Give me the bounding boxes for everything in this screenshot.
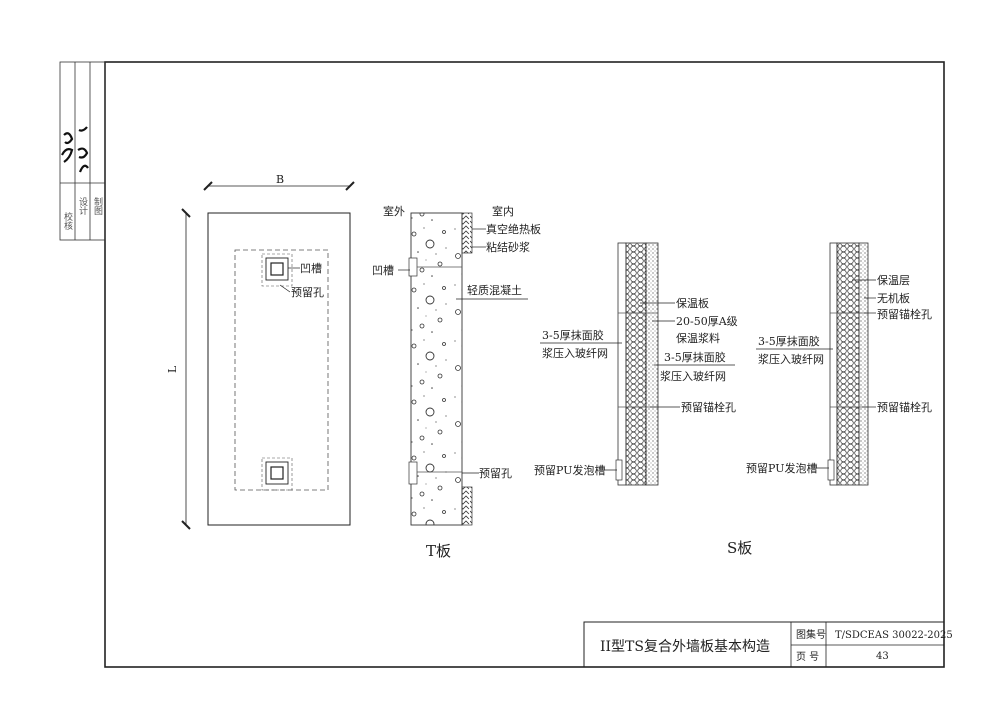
drawing-title: II型TS复合外墙板基本构造 [600, 638, 770, 655]
t-vip-label: 真空绝热板 [486, 222, 541, 236]
signature-mark [61, 126, 89, 173]
title-block: II型TS复合外墙板基本构造 图集号 T/SDCEAS 30022-2025 页… [583, 621, 953, 668]
dim-l-label: L [166, 365, 179, 373]
atlas-number: T/SDCEAS 30022-2025 [835, 630, 953, 641]
sl-plaster-right-2: 浆压入玻纤网 [660, 369, 726, 383]
sl-slurry-label-1: 20-50厚A级 [676, 315, 738, 328]
plan-hole-label: 预留孔 [291, 286, 324, 299]
t-outside-label: 室外 [383, 204, 405, 218]
sr-anchor-label: 预留锚栓孔 [877, 400, 932, 414]
sl-plaster-left-1: 3-5厚抹面胶 [542, 328, 604, 342]
sl-plaster-right-1: 3-5厚抹面胶 [664, 350, 726, 364]
t-panel-section: 室外 室内 真空绝热板 粘结砂浆 凹槽 轻质混凝土 预留孔 T板 [372, 204, 541, 560]
t-panel-caption: T板 [426, 542, 451, 560]
s-panel-left-section: 保温板 20-50厚A级 保温浆料 3-5厚抹面胶 浆压入玻纤网 3-5厚抹面胶… [534, 242, 738, 486]
page-label: 页 号 [796, 651, 819, 663]
sheet-frame [104, 61, 945, 668]
t-inside-label: 室内 [492, 204, 514, 218]
sr-pu-label: 预留PU发泡槽 [746, 461, 817, 475]
sidebar-label-draw: 制图 [92, 196, 103, 216]
sr-anchor-top-label: 预留锚栓孔 [877, 307, 932, 321]
signature-strip: 校核 设计 制图 [59, 61, 106, 241]
plan-view: 凹槽 预留孔 B L [166, 173, 355, 530]
sl-plaster-left-2: 浆压入玻纤网 [542, 346, 608, 360]
t-mortar-label: 粘结砂浆 [486, 240, 530, 254]
sr-inorganic-label: 无机板 [877, 291, 910, 305]
plan-groove-label: 凹槽 [300, 262, 322, 275]
s-panel-right-section: 保温层 无机板 预留锚栓孔 3-5厚抹面胶 浆压入玻纤网 预留锚栓孔 预留PU发… [746, 242, 932, 486]
sidebar-label-design: 设计 [77, 197, 88, 216]
atlas-label: 图集号 [796, 628, 826, 641]
sr-insulation-label: 保温层 [877, 273, 910, 287]
sl-anchor-label: 预留锚栓孔 [681, 400, 736, 414]
s-panel-caption: S板 [727, 539, 752, 557]
t-concrete-label: 轻质混凝土 [467, 283, 522, 297]
sl-insulation-board-label: 保温板 [676, 296, 709, 310]
page-number: 43 [876, 651, 889, 662]
sr-plaster-2: 浆压入玻纤网 [758, 352, 824, 366]
sidebar-label-check: 校核 [62, 211, 73, 231]
sl-slurry-label-2: 保温浆料 [676, 331, 720, 345]
dim-b-label: B [276, 173, 284, 186]
sl-pu-label: 预留PU发泡槽 [534, 463, 605, 477]
sr-plaster-1: 3-5厚抹面胶 [758, 334, 820, 348]
t-hole-label: 预留孔 [479, 467, 512, 480]
t-groove-label: 凹槽 [372, 264, 394, 277]
